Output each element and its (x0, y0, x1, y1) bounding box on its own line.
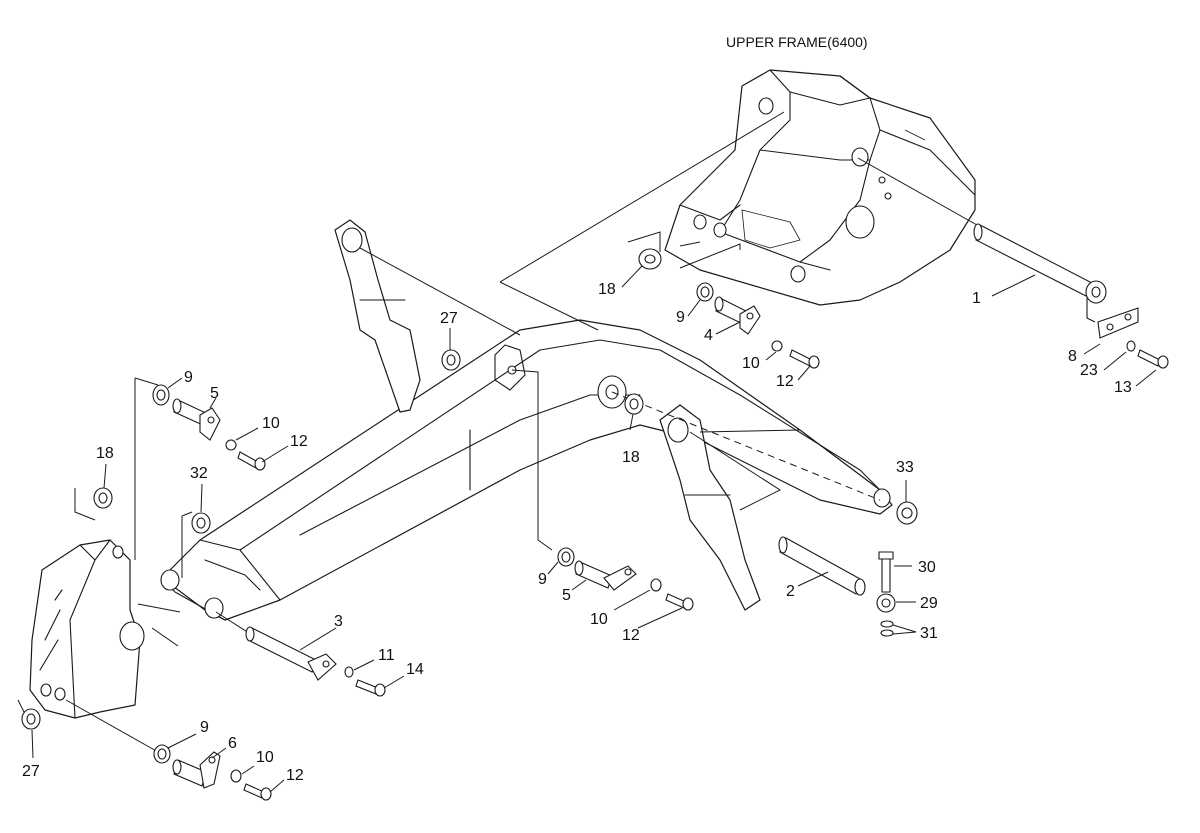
washer-18-left (93, 487, 113, 509)
callout-5-middle: 5 (562, 587, 571, 604)
callout-29: 29 (920, 595, 938, 612)
washer-23 (1126, 340, 1136, 352)
pin-6 (172, 751, 221, 789)
pin-3 (245, 626, 337, 681)
callout-11: 11 (378, 647, 395, 664)
callout-5-left: 5 (210, 385, 219, 402)
shim-9-bottom (153, 744, 171, 764)
bolt-14 (355, 679, 386, 697)
callout-6: 6 (228, 735, 237, 752)
callout-12-bottom: 12 (286, 767, 304, 784)
callout-9-bottom: 9 (200, 719, 209, 736)
bolt-13 (1137, 349, 1169, 369)
callout-13: 13 (1114, 379, 1132, 396)
callout-31: 31 (920, 625, 938, 642)
plate-8 (1097, 307, 1139, 339)
washer-10-top (771, 340, 783, 352)
upper-frame (664, 69, 976, 306)
callout-27-upper: 27 (440, 310, 458, 327)
pin-1 (973, 223, 1107, 323)
callout-33: 33 (896, 459, 914, 476)
washer-27-upper (441, 349, 461, 371)
bolt-30 (878, 551, 894, 593)
bolt-12-bottom (243, 783, 272, 801)
callout-9-left: 9 (184, 369, 193, 386)
callout-9-middle: 9 (538, 571, 547, 588)
washer-10-bottom (230, 769, 242, 783)
callout-14: 14 (406, 661, 424, 678)
callout-leaders (31, 265, 1157, 793)
callout-23: 23 (1080, 362, 1098, 379)
pin-5-middle (574, 560, 637, 591)
callout-32: 32 (190, 465, 208, 482)
collar-29 (876, 593, 896, 613)
callout-8: 8 (1068, 348, 1077, 365)
bolt-12-top (789, 349, 820, 369)
arm-bracket (29, 539, 145, 719)
boom-cylinder-lower (659, 404, 761, 611)
bolt-12-middle (665, 593, 694, 611)
washer-18-center (624, 393, 644, 415)
washer-11 (344, 666, 354, 678)
callout-18-top: 18 (598, 281, 616, 298)
washer-10-middle (650, 578, 662, 592)
callout-30: 30 (918, 559, 936, 576)
boom-cylinder-upper (334, 219, 421, 413)
leader-lines (17, 111, 1001, 753)
callout-12-left: 12 (290, 433, 308, 450)
shim-9-top (696, 282, 714, 302)
callout-1: 1 (972, 290, 981, 307)
callout-2: 2 (786, 583, 795, 600)
washer-27-lower (21, 708, 41, 730)
callout-10-middle: 10 (590, 611, 608, 628)
pin-4 (714, 296, 761, 335)
washer-33 (896, 501, 918, 525)
pin-5-left (172, 398, 221, 441)
callout-12-middle: 12 (622, 627, 640, 644)
callout-27-lower: 27 (22, 763, 40, 780)
washer-18-top (638, 248, 662, 270)
callout-9-top: 9 (676, 309, 685, 326)
washer-10-left (225, 439, 237, 451)
boom (160, 319, 893, 621)
pin-2 (778, 536, 866, 596)
callout-10-left: 10 (262, 415, 280, 432)
upper-frame-title: UPPER FRAME(6400) (726, 34, 868, 50)
callout-3: 3 (334, 613, 343, 630)
washer-32 (191, 512, 211, 534)
callout-12-top: 12 (776, 373, 794, 390)
callout-labels: 1 8 23 13 18 9 4 10 12 27 18 33 9 5 10 1… (22, 281, 1132, 784)
shim-9-left (152, 384, 170, 406)
bolt-12-left (237, 451, 266, 471)
callout-10-bottom: 10 (256, 749, 274, 766)
shim-9-middle (557, 547, 575, 567)
nuts-31 (880, 620, 894, 637)
callout-10-top: 10 (742, 355, 760, 372)
callout-4: 4 (704, 327, 713, 344)
callout-18-left: 18 (96, 445, 114, 462)
callout-18-center: 18 (622, 449, 640, 466)
